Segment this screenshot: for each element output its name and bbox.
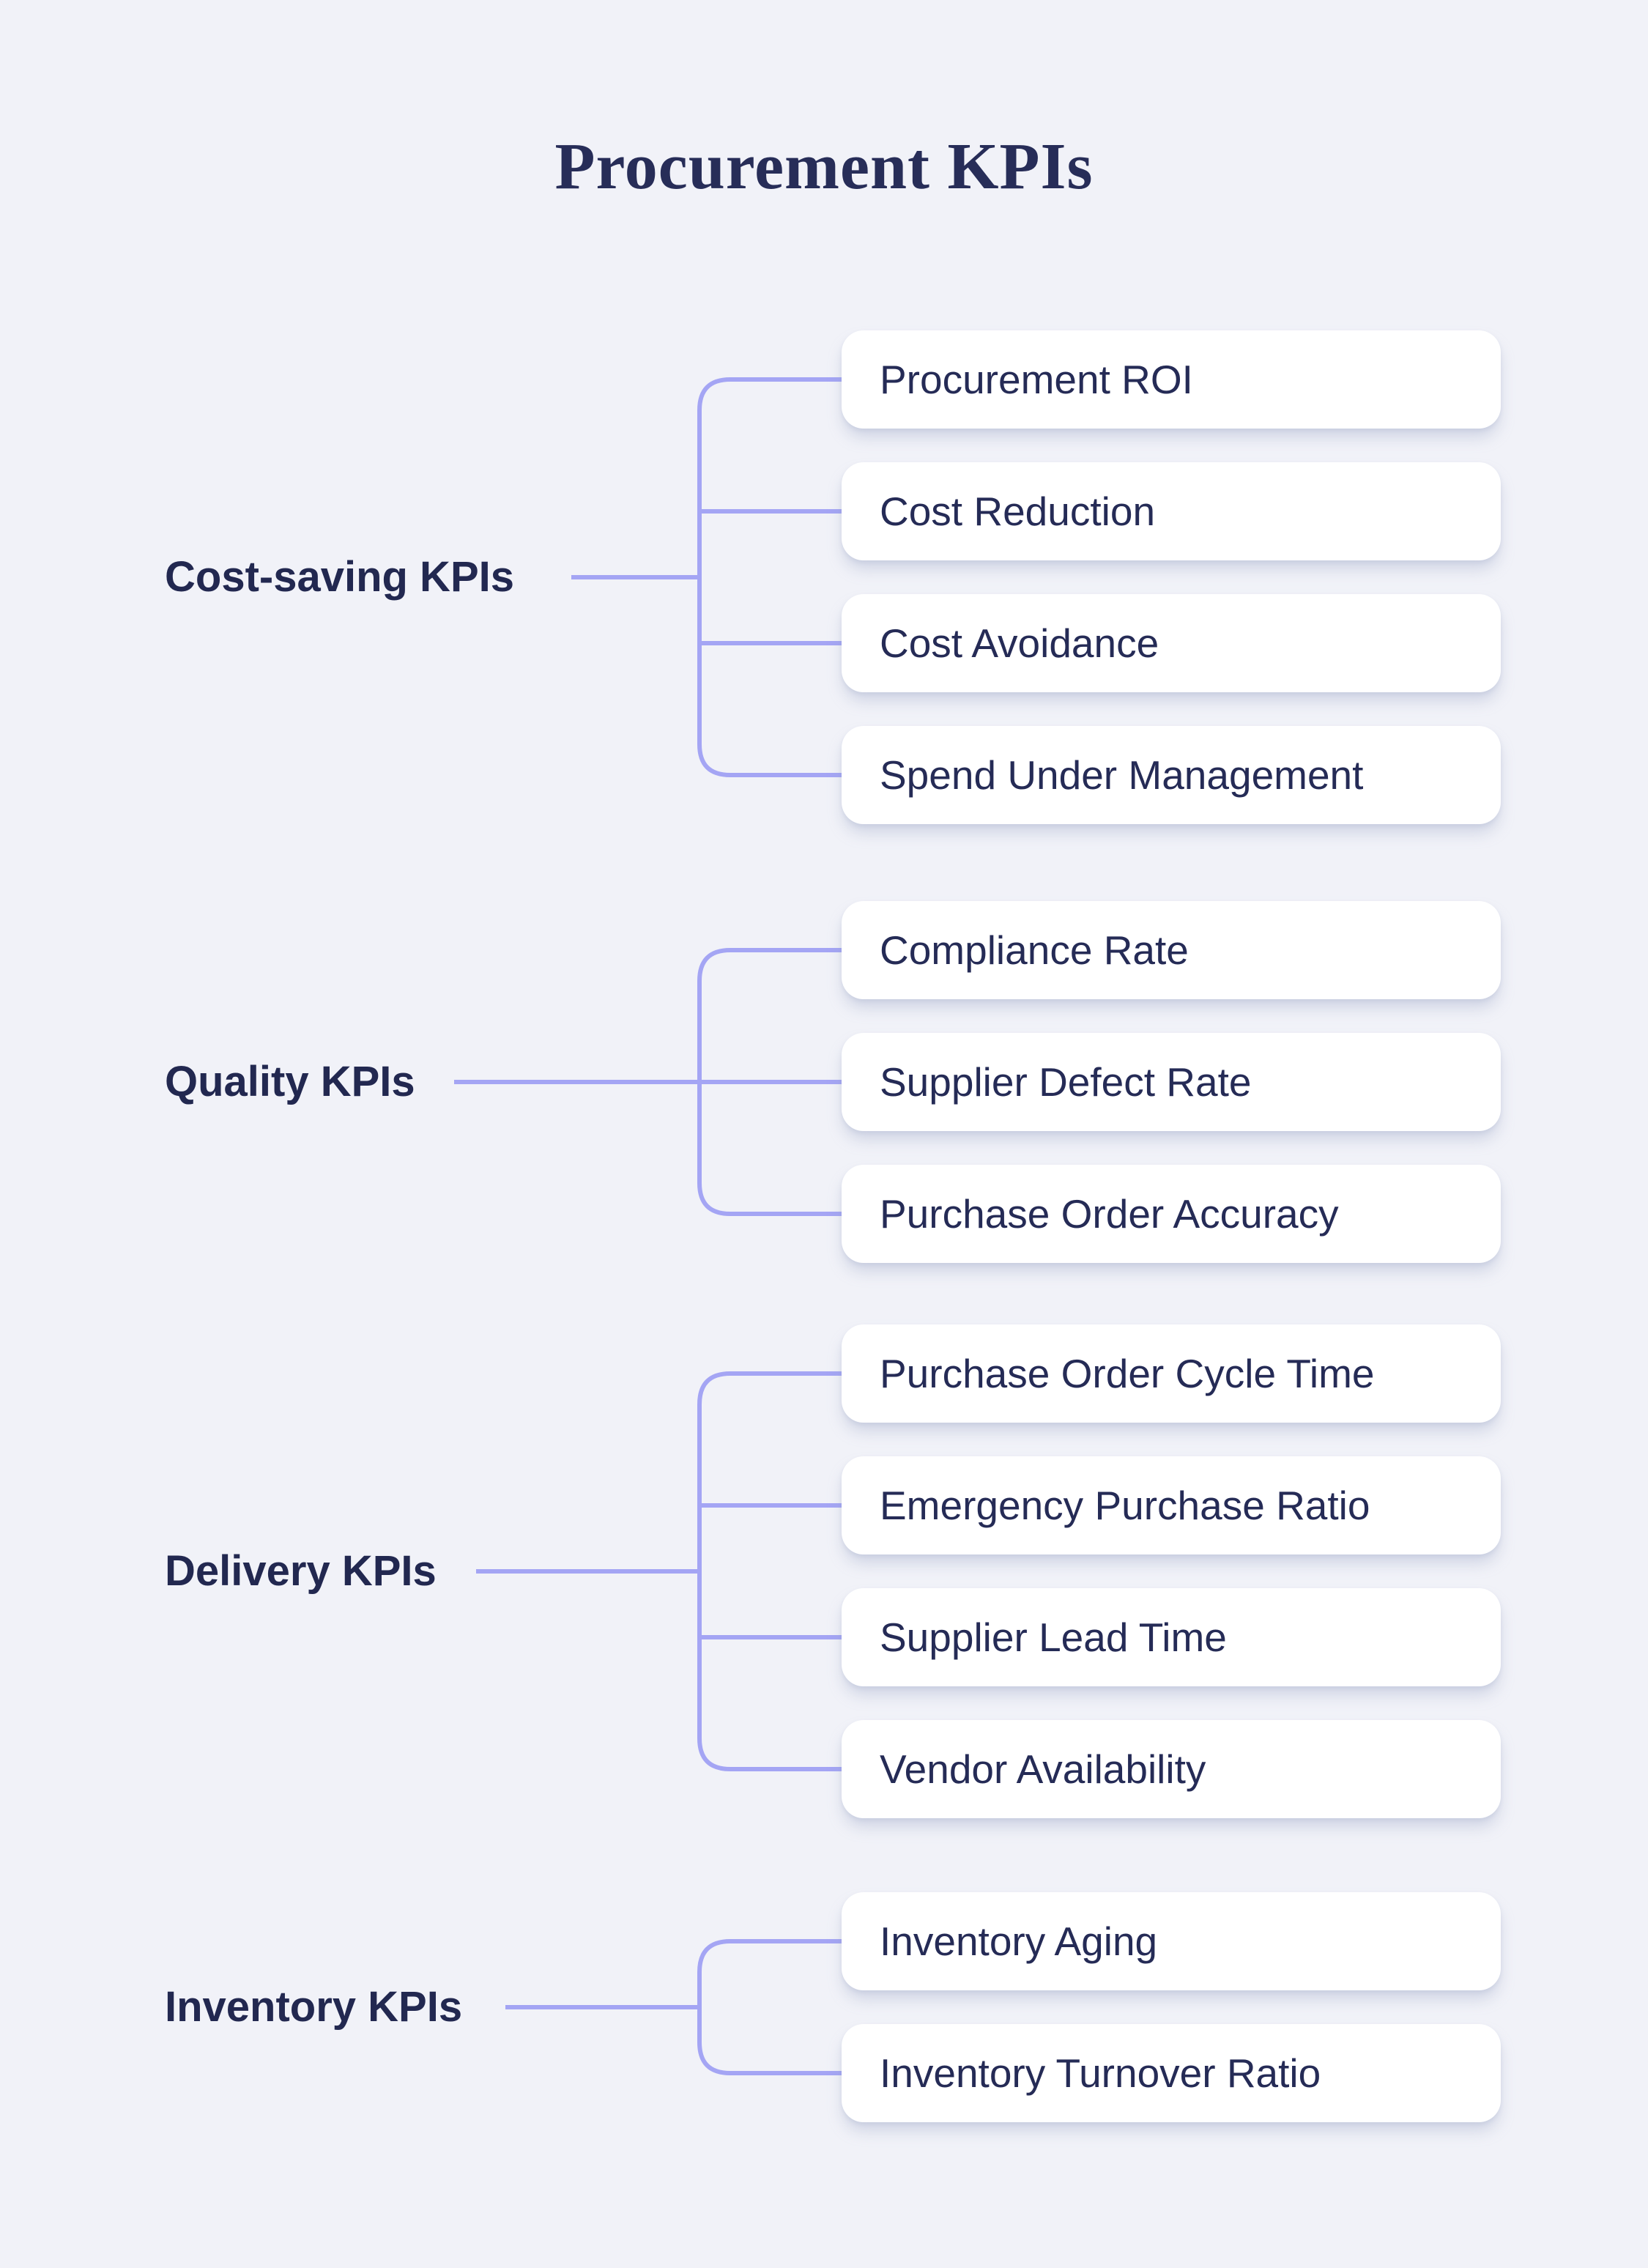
kpi-card-supplier-lead-time: Supplier Lead Time <box>842 1588 1501 1686</box>
bracket-cost-saving-kpis <box>571 377 853 777</box>
kpi-card-inventory-aging: Inventory Aging <box>842 1892 1501 1990</box>
kpi-card-spend-under-management: Spend Under Management <box>842 726 1501 824</box>
category-label-cost-saving-kpis: Cost-saving KPIs <box>165 553 514 601</box>
bracket-inventory-kpis <box>505 1939 853 2075</box>
bracket-quality-kpis <box>454 948 853 1216</box>
kpi-card-supplier-defect-rate: Supplier Defect Rate <box>842 1033 1501 1131</box>
kpi-card-compliance-rate: Compliance Rate <box>842 901 1501 999</box>
kpi-card-purchase-order-accuracy: Purchase Order Accuracy <box>842 1165 1501 1263</box>
category-label-delivery-kpis: Delivery KPIs <box>165 1547 437 1595</box>
category-label-quality-kpis: Quality KPIs <box>165 1058 415 1105</box>
category-label-inventory-kpis: Inventory KPIs <box>165 1983 463 2031</box>
kpi-card-vendor-availability: Vendor Availability <box>842 1720 1501 1818</box>
kpi-card-cost-avoidance: Cost Avoidance <box>842 594 1501 692</box>
kpi-card-purchase-order-cycle-time: Purchase Order Cycle Time <box>842 1324 1501 1423</box>
kpi-card-procurement-roi: Procurement ROI <box>842 330 1501 429</box>
kpi-card-inventory-turnover-ratio: Inventory Turnover Ratio <box>842 2024 1501 2122</box>
kpi-card-emergency-purchase-ratio: Emergency Purchase Ratio <box>842 1456 1501 1554</box>
bracket-delivery-kpis <box>476 1371 853 1771</box>
kpi-card-cost-reduction: Cost Reduction <box>842 462 1501 560</box>
page-title: Procurement KPIs <box>554 130 1094 203</box>
